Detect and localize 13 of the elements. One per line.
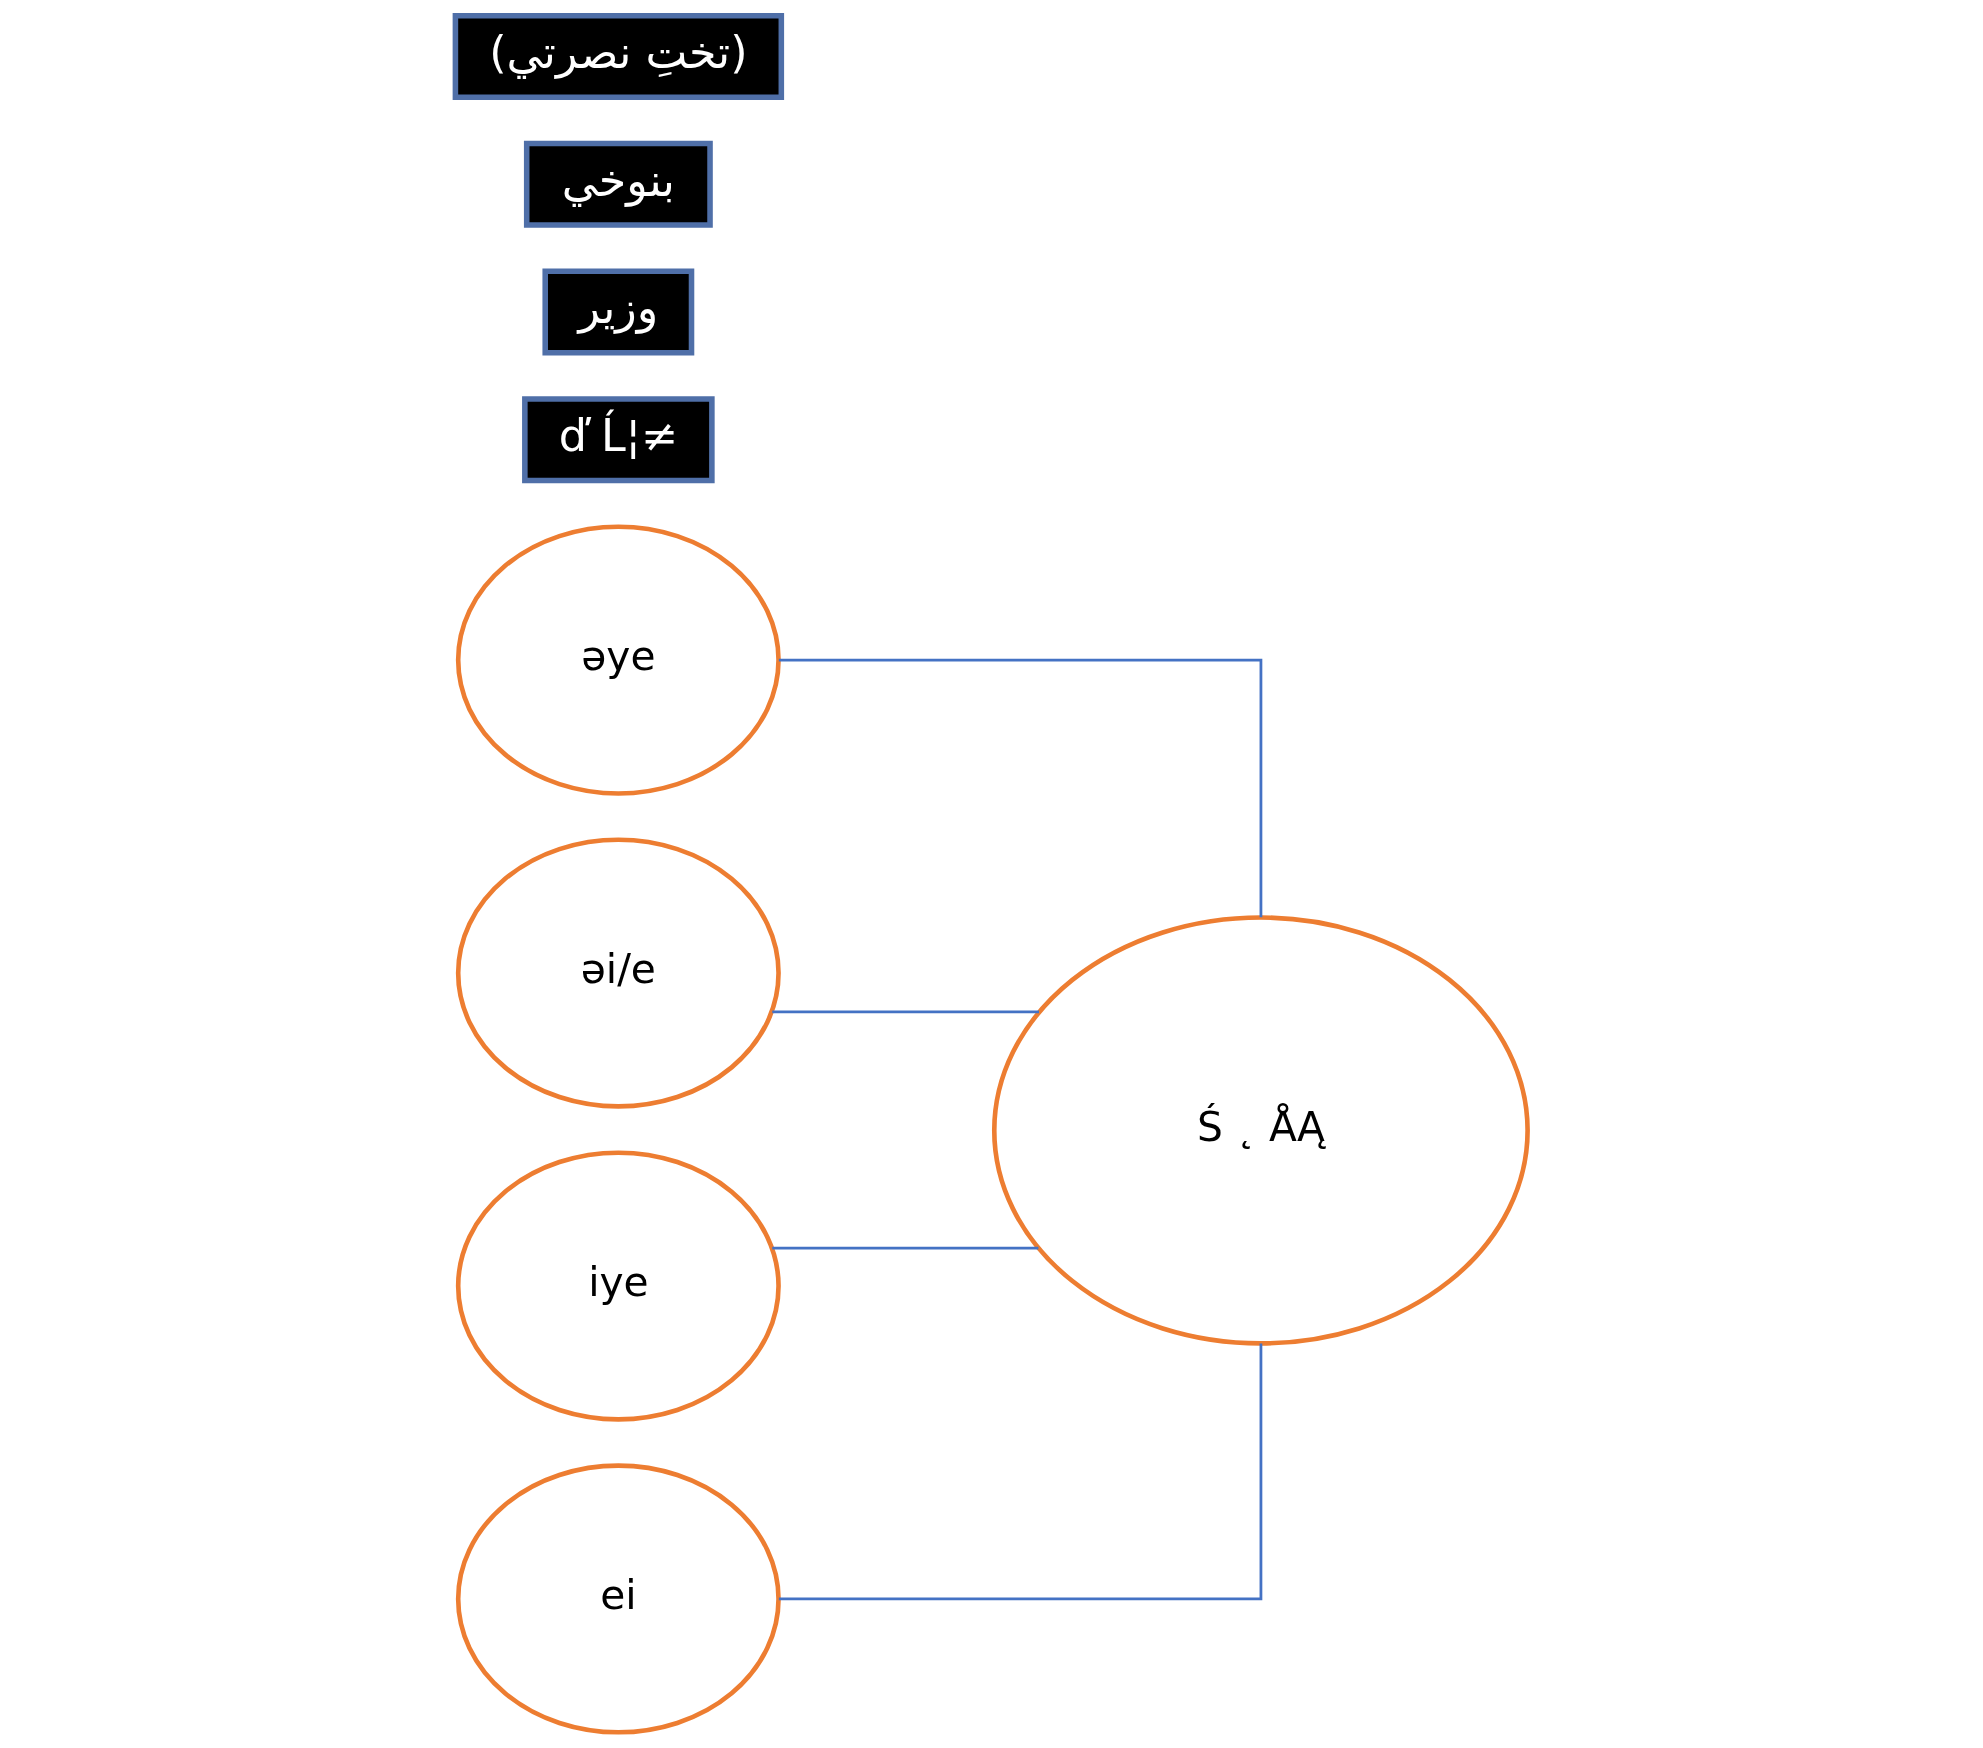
node-ellipse: iye [455,1150,781,1422]
node-ellipse: əye [455,524,781,796]
node-box: وزير [542,268,695,356]
node-box: ď Ĺ¦≠ [522,396,715,484]
node-ellipse: əi/e [455,837,781,1109]
node-ellipse: Ś ˛ ÅĄ [991,915,1530,1346]
node-ellipse: ei [455,1463,781,1735]
connector [772,1010,1039,1014]
connector [778,658,1263,918]
node-box: بنوخي [523,140,713,228]
connector [778,1343,1263,1601]
node-box: (تختِ نصرتي) [452,12,785,100]
connector [772,1246,1039,1250]
